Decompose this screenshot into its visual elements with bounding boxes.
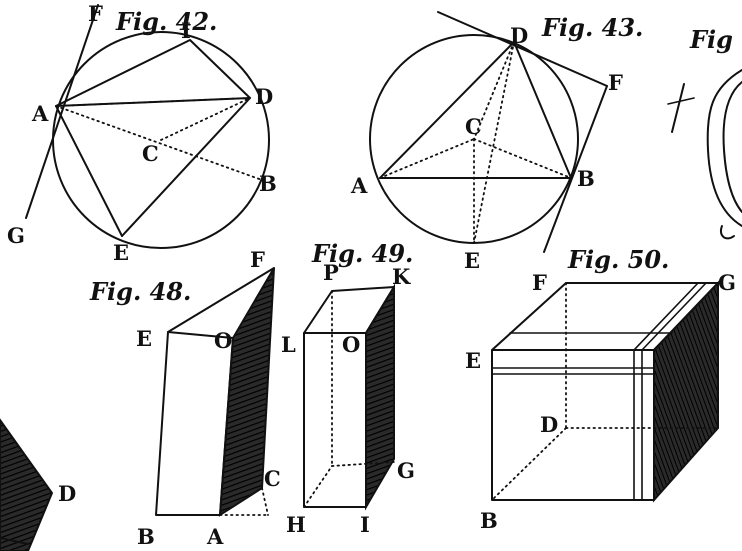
fig50-label-d: D: [540, 412, 558, 437]
fig47-label-d: D: [58, 481, 76, 506]
fig43-label-b: B: [577, 166, 595, 191]
fig48-label-f: F: [250, 247, 265, 272]
fig50-label-f: F: [532, 270, 547, 295]
fig49-dotted-back-bottom: [331, 461, 395, 467]
fig42-dotted-ad: [55, 97, 251, 107]
fig43-dotted-dc: [473, 41, 515, 140]
fig43-dotted-de: [473, 41, 515, 244]
fig50-label-g: G: [718, 270, 736, 295]
fig42-line-ae: [55, 105, 123, 237]
figure-43: Fig. 43. D F C A B E: [350, 11, 643, 273]
fig50-label-e: E: [465, 348, 481, 373]
fig43-label-a: A: [350, 173, 368, 198]
fig50-band-top-diag-1: [633, 282, 699, 351]
fig48-top-edge: [167, 267, 275, 333]
fig42-label-g: G: [7, 223, 25, 248]
fig48-caption: Fig. 48.: [89, 277, 191, 306]
fig44-hook: [720, 225, 735, 240]
fig43-label-d: D: [510, 23, 528, 48]
fig49-shaded-face: [365, 283, 395, 511]
fig50-caption: Fig. 50.: [567, 245, 669, 274]
fig42-tangent-fg: [25, 4, 99, 219]
fig42-label-i: I: [181, 18, 191, 43]
fig42-dotted-ab: [55, 105, 263, 181]
fig44-arc-outer: [722, 81, 742, 213]
fig49-dotted-back-diag: [303, 465, 333, 508]
fig42-caption: Fig. 42.: [115, 7, 217, 36]
fig49-label-l: L: [281, 332, 296, 357]
fig42-label-e: E: [113, 240, 129, 265]
fig44-caption: Fig: [689, 25, 733, 54]
fig49-label-h: H: [286, 512, 306, 537]
fig42-label-f: F: [88, 1, 103, 26]
fig42-line-ed: [121, 97, 251, 237]
fig50-label-b: B: [480, 508, 498, 533]
fig48-label-e: E: [136, 326, 152, 351]
fig42-label-d: D: [255, 84, 273, 109]
fig43-triangle: [379, 41, 572, 179]
fig43-label-e: E: [464, 248, 480, 273]
fig43-label-c: C: [465, 114, 482, 139]
fig47-shaded-face: [0, 418, 54, 551]
fig42-label-c: C: [142, 141, 159, 166]
fig43-tangent-right: [543, 85, 608, 253]
fig50-band-top-diag-2: [641, 282, 707, 351]
fig50-top-face: [491, 282, 719, 351]
fig49-top-face: [303, 286, 395, 334]
fig49-label-g: G: [397, 458, 415, 483]
fig49-caption: Fig. 49.: [311, 239, 413, 268]
fig43-tangent-top: [437, 11, 608, 87]
fig43-label-f: F: [608, 70, 623, 95]
figure-48: Fig. 48. F E O C B A: [89, 247, 281, 549]
fig42-dotted-cd: [160, 97, 251, 141]
fig48-label-c: C: [264, 466, 281, 491]
fig44-stroke: [671, 83, 685, 133]
fig49-label-i: I: [360, 512, 370, 537]
fig48-label-b: B: [137, 524, 155, 549]
fig50-dotted-db: [491, 427, 567, 501]
fig42-polygon: [55, 39, 251, 107]
fig44-arc: [706, 69, 742, 227]
fig49-label-p: P: [323, 260, 339, 285]
figure-47-partial: D: [0, 418, 76, 551]
fig43-dotted-cb: [473, 138, 572, 179]
figure-50: Fig. 50. F G E D B: [465, 245, 736, 533]
fig44-tick: [667, 97, 695, 105]
fig49-front-face: [303, 332, 367, 508]
fig49-label-k: K: [392, 264, 411, 289]
figure-49: Fig. 49. P K L O G H I: [281, 239, 415, 537]
fig48-label-a: A: [206, 524, 224, 549]
fig43-caption: Fig. 43.: [541, 13, 643, 42]
fig48-dotted-c: [261, 487, 269, 516]
figure-44-partial: Fig: [667, 25, 742, 240]
fig42-label-b: B: [259, 171, 277, 196]
fig47-edge-bottom: [0, 537, 29, 545]
fig49-label-o: O: [342, 332, 360, 357]
fig48-label-o: O: [214, 328, 232, 353]
fig50-front-face: [491, 349, 655, 501]
fig48-front-face: [155, 331, 234, 516]
fig43-dotted-ac: [379, 138, 475, 179]
fig42-label-a: A: [31, 101, 49, 126]
figure-42: Fig. 42. F I D A C B G E: [7, 1, 277, 265]
